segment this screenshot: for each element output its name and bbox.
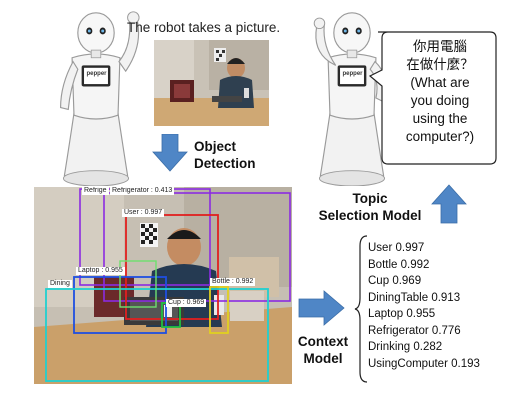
robot-badge: pepper	[86, 71, 107, 77]
bubble-line-en-3: using the	[412, 111, 468, 126]
score-item: UsingComputer 0.193	[368, 357, 480, 370]
bubble-line-zh-1: 你用電腦	[413, 39, 467, 54]
object-detection-line2: Detection	[194, 156, 256, 171]
detection-image: Refrige Refrigerator : 0.413 User : 0.99…	[34, 187, 292, 384]
det-label-refrigerator: Refrigerator : 0.413	[110, 187, 175, 195]
object-detection-line1: Object	[194, 139, 237, 154]
bubble-line-zh-2: 在做什麼？	[406, 57, 474, 72]
topic-selection-label: Topic Selection Model	[310, 190, 430, 224]
bubble-line-en-1: (What are	[410, 75, 470, 90]
det-label-dining: Dining	[48, 280, 72, 288]
topic-selection-line1: Topic	[352, 191, 388, 206]
down-arrow	[152, 134, 188, 172]
speech-bubble	[368, 31, 497, 165]
up-arrow	[431, 184, 467, 224]
brace	[354, 235, 368, 383]
bbox-bottle	[209, 286, 229, 334]
det-label-user: User : 0.997	[122, 209, 165, 217]
score-item: Bottle 0.992	[368, 258, 430, 271]
context-model-line1: Context	[297, 334, 349, 349]
context-score-list: User 0.997 Bottle 0.992 Cup 0.969 Dining…	[368, 240, 480, 372]
det-label-cup: Cup : 0.969	[166, 299, 207, 307]
topic-selection-line2: Selection Model	[318, 208, 422, 223]
object-detection-label: Object Detection	[194, 138, 256, 172]
robot-action-caption: The robot takes a picture.	[127, 20, 281, 35]
bubble-line-en-2: you doing	[410, 93, 470, 108]
score-item: Drinking 0.282	[368, 341, 443, 353]
context-model-label: Context Model	[290, 333, 356, 367]
speech-bubble-text: 你用電腦 在做什麼？ (What are you doing using the…	[382, 38, 498, 146]
bbox-user	[125, 214, 219, 320]
score-item: Cup 0.969	[368, 275, 422, 287]
score-item: Laptop 0.955	[368, 308, 436, 320]
right-arrow	[298, 290, 345, 326]
checkerboard	[140, 223, 158, 247]
det-label-laptop: Laptop : 0.955	[76, 267, 125, 275]
score-item: User 0.997	[368, 242, 425, 254]
robot-left: pepper	[46, 8, 146, 187]
det-label-bottle: Bottle : 0.992	[210, 278, 256, 286]
bbox-extra	[119, 260, 157, 308]
context-model-line2: Model	[303, 351, 343, 366]
bubble-line-en-4: computer?)	[405, 129, 475, 144]
det-label-refrige: Refrige	[82, 187, 109, 195]
score-item: Refrigerator 0.776	[368, 324, 461, 337]
captured-photo	[154, 40, 269, 126]
score-item: DiningTable 0.913	[368, 291, 461, 304]
robot-badge: pepper	[342, 71, 363, 77]
bbox-dining-table	[45, 288, 269, 382]
